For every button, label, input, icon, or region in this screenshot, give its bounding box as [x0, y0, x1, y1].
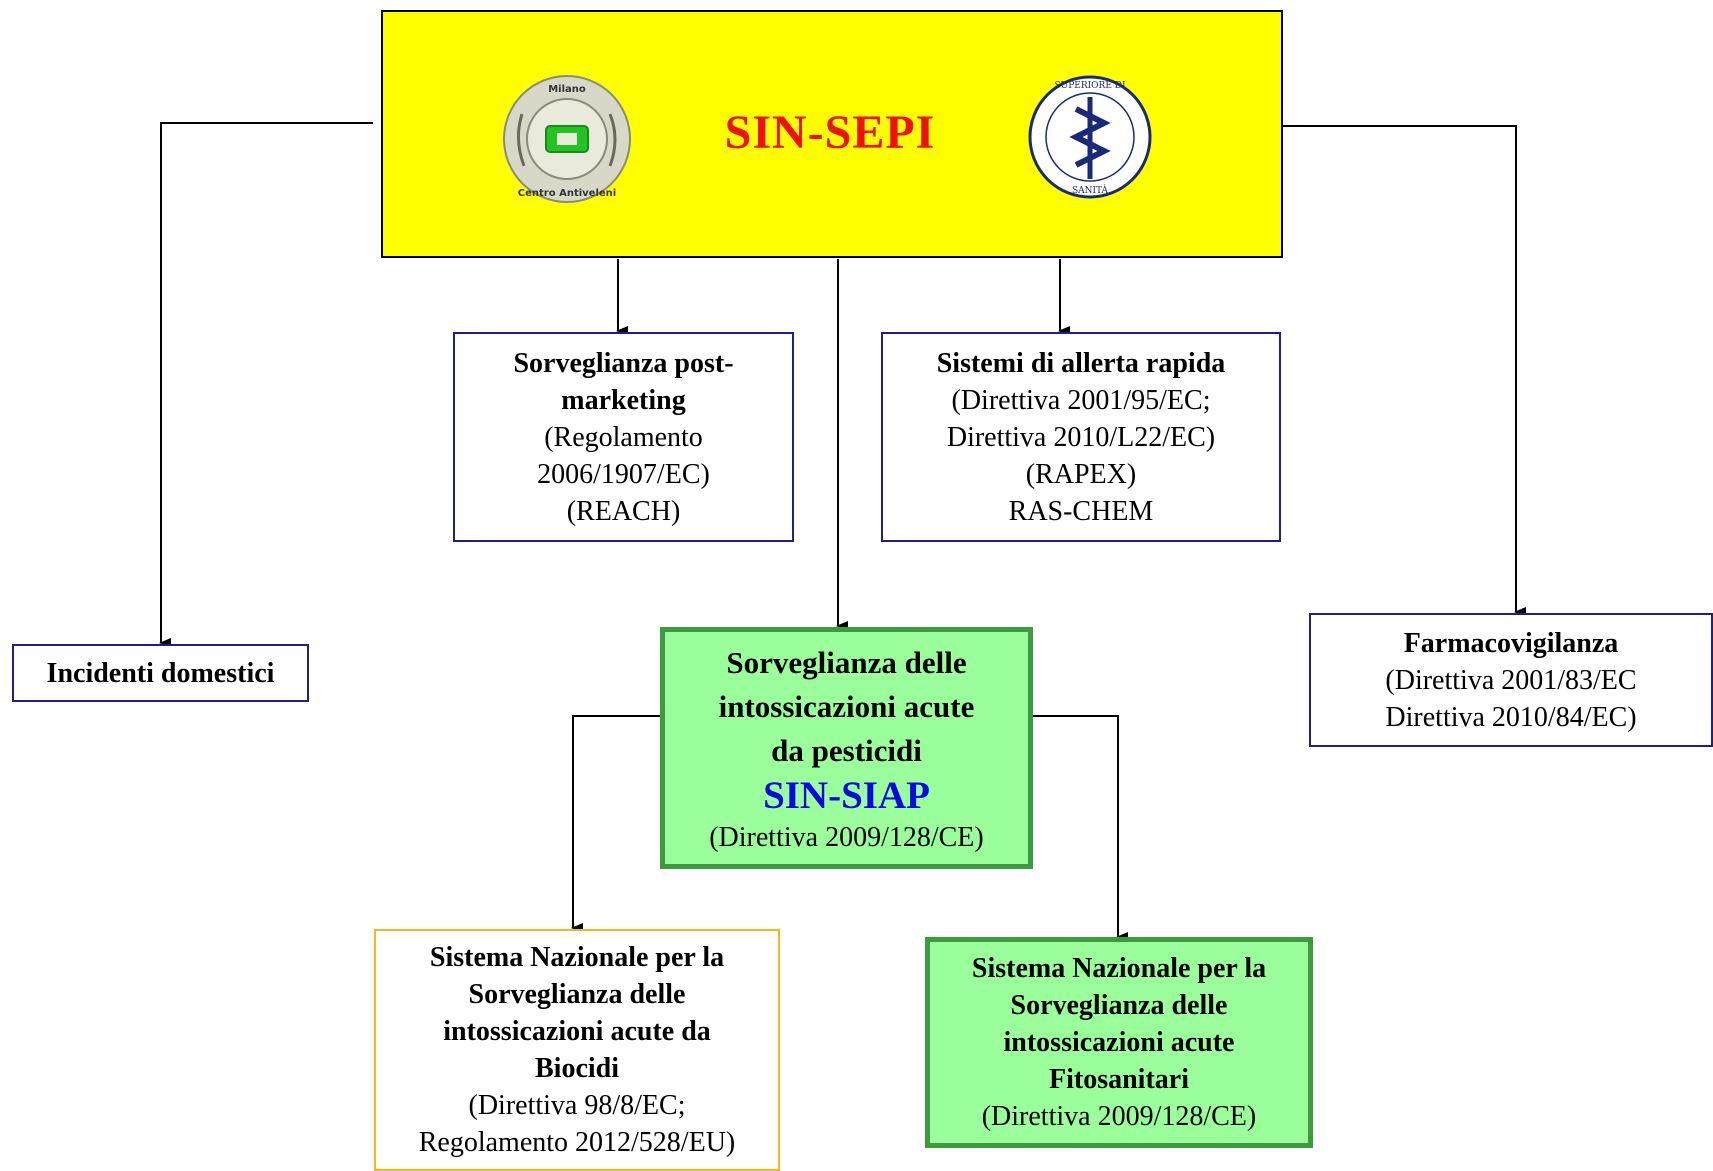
root-title: SIN-SEPI — [724, 106, 936, 159]
fitosanitari-title-3: intossicazioni acute — [1003, 1027, 1235, 1058]
fitosanitari-title-2: Sorveglianza delle — [1010, 990, 1228, 1021]
svg-text:Centro Antiveleni: Centro Antiveleni — [518, 188, 616, 199]
node-biocidi: Sistema Nazionale per la Sorveglianza de… — [374, 929, 780, 1171]
allerta-line-4: RAS-CHEM — [1008, 495, 1154, 527]
postmarketing-line-1: (Regolamento — [544, 421, 703, 453]
postmarketing-line-3: (REACH) — [566, 495, 681, 527]
istituto-superiore-di-sanita-logo: SUPERIORE DI SANITÀ — [1028, 75, 1152, 199]
node-sin-siap: Sorveglianza delle intossicazioni acute … — [660, 627, 1033, 869]
node-fitosanitari: Sistema Nazionale per la Sorveglianza de… — [925, 937, 1313, 1148]
svg-text:SUPERIORE DI: SUPERIORE DI — [1054, 81, 1126, 91]
centro-antiveleni-milano-logo: Milano Centro Antiveleni — [503, 75, 631, 203]
edge-root-incidenti — [159, 122, 373, 648]
fitosanitari-line-1: (Direttiva 2009/128/CE) — [981, 1101, 1257, 1132]
postmarketing-line-2: 2006/1907/EC) — [537, 458, 710, 490]
siap-line-1: (Direttiva 2009/128/CE) — [709, 821, 984, 853]
allerta-line-3: (RAPEX) — [1025, 458, 1137, 490]
biocidi-title-1: Sistema Nazionale per la — [429, 942, 725, 973]
biocidi-title-2: Sorveglianza delle — [468, 979, 686, 1010]
edge-root-farmaco — [1283, 125, 1526, 617]
allerta-line-1: (Direttiva 2001/95/EC; — [951, 384, 1211, 416]
farmaco-line-1: (Direttiva 2001/83/EC — [1385, 664, 1637, 696]
edge-siap-fitosanitari — [1032, 715, 1128, 942]
postmarketing-title-1: Sorveglianza post- — [513, 347, 734, 379]
biocidi-line-1: (Direttiva 98/8/EC; — [468, 1090, 686, 1121]
node-farmacovigilanza: Farmacovigilanza (Direttiva 2001/83/EC D… — [1309, 613, 1713, 747]
svg-text:Milano: Milano — [548, 84, 586, 95]
svg-text:SANITÀ: SANITÀ — [1072, 184, 1109, 196]
farmaco-line-2: Direttiva 2010/84/EC) — [1385, 701, 1637, 733]
allerta-title: Sistemi di allerta rapida — [936, 347, 1226, 379]
node-postmarketing: Sorveglianza post- marketing (Regolament… — [453, 332, 794, 542]
siap-title-2: intossicazioni acute — [718, 688, 975, 724]
fitosanitari-title-1: Sistema Nazionale per la — [971, 953, 1267, 984]
farmaco-title: Farmacovigilanza — [1403, 627, 1619, 659]
postmarketing-title-2: marketing — [561, 384, 686, 416]
siap-acronym: SIN-SIAP — [763, 773, 930, 817]
incidenti-title: Incidenti domestici — [46, 657, 275, 689]
node-incidenti-domestici: Incidenti domestici — [12, 644, 309, 702]
node-allerta-rapida: Sistemi di allerta rapida (Direttiva 200… — [881, 332, 1281, 542]
siap-title-3: da pesticidi — [771, 732, 922, 768]
biocidi-line-2: Regolamento 2012/528/EU) — [418, 1127, 736, 1158]
siap-title-1: Sorveglianza delle — [726, 644, 967, 680]
allerta-line-2: Direttiva 2010/L22/EC) — [946, 421, 1216, 453]
edge-siap-biocidi — [571, 715, 661, 933]
biocidi-title-4: Biocidi — [534, 1053, 619, 1084]
fitosanitari-title-4: Fitosanitari — [1049, 1064, 1189, 1095]
biocidi-title-3: intossicazioni acute da — [443, 1016, 711, 1047]
